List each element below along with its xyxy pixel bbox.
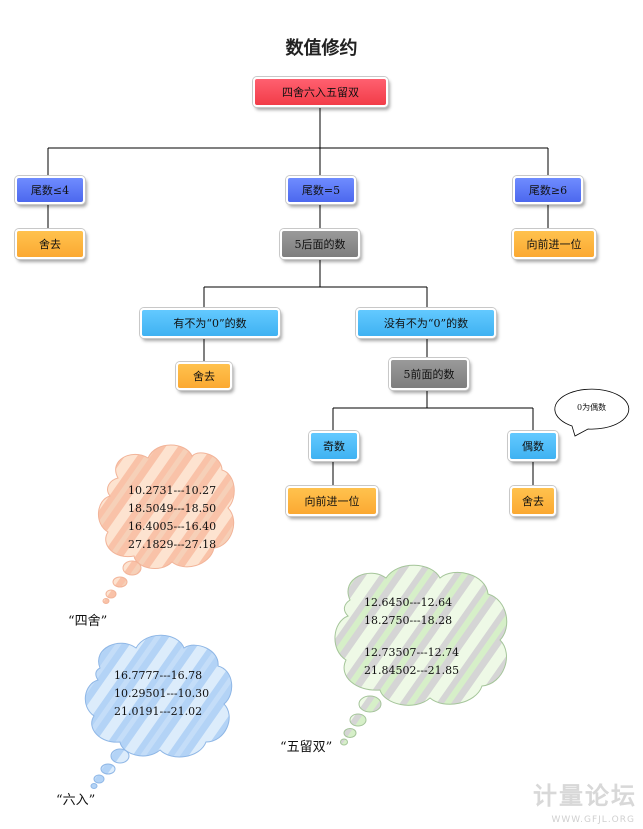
caption-liu-ru: “六入” (56, 793, 96, 808)
page-title: 数值修约 (285, 38, 358, 59)
node-root: 四舍六入五留双 (253, 77, 388, 107)
node-discard-left: 舍去 (15, 229, 85, 259)
cloud-line: 12.6450---12.64 (364, 596, 453, 609)
node-discard-mid: 舍去 (176, 362, 232, 390)
cloud-line: 21.84502---21.85 (364, 664, 460, 677)
cloud-liu-ru (84, 634, 233, 789)
node-even: 偶数 (508, 431, 558, 461)
cloud-line: 21.0191---21.02 (114, 705, 203, 718)
cloud-liu-ru-text: 16.7777---16.78 10.29501---10.30 21.0191… (114, 667, 209, 721)
caption-si-she: “四舍” (68, 614, 108, 629)
node-has-nonzero: 有不为“0”的数 (140, 308, 280, 338)
watermark-logo: 计量论坛 (533, 782, 637, 810)
node-no-nonzero: 没有不为“0”的数 (356, 308, 496, 338)
node-odd: 奇数 (309, 431, 359, 461)
node-digits-before-5: 5前面的数 (389, 358, 469, 390)
cloud-line: 18.5049---18.50 (128, 502, 217, 515)
cloud-line: 16.7777---16.78 (114, 669, 203, 682)
cloud-line (364, 630, 459, 644)
cloud-line: 27.1829---27.18 (128, 538, 217, 551)
cloud-si-she-text: 10.2731---10.27 18.5049---18.50 16.4005-… (128, 482, 216, 554)
cloud-line: 12.73507---12.74 (364, 646, 460, 659)
watermark-url: WWW.GFJL.ORG (551, 815, 635, 825)
cloud-wu-liu-shuang (334, 564, 508, 746)
node-tail-le-4: 尾数≤4 (15, 176, 85, 204)
node-tail-eq-5: 尾数=5 (286, 176, 356, 204)
caption-wu-liu-shuang: “五留双” (280, 740, 333, 755)
node-digits-after-5: 5后面的数 (280, 229, 360, 259)
node-tail-ge-6: 尾数≥6 (513, 176, 583, 204)
cloud-si-she (98, 444, 235, 604)
node-discard-even: 舍去 (510, 486, 556, 516)
cloud-line: 10.29501---10.30 (114, 687, 210, 700)
node-carry-odd: 向前进一位 (286, 486, 378, 516)
cloud-line: 10.2731---10.27 (128, 484, 217, 497)
node-carry-right: 向前进一位 (512, 229, 596, 259)
callout-zero-even: 0为偶数 (577, 403, 607, 412)
cloud-wu-liu-shuang-text: 12.6450---12.64 18.2750---18.28 12.73507… (364, 594, 459, 680)
cloud-line: 18.2750---18.28 (364, 614, 453, 627)
callout-bubble (554, 388, 630, 437)
cloud-line: 16.4005---16.40 (128, 520, 217, 533)
